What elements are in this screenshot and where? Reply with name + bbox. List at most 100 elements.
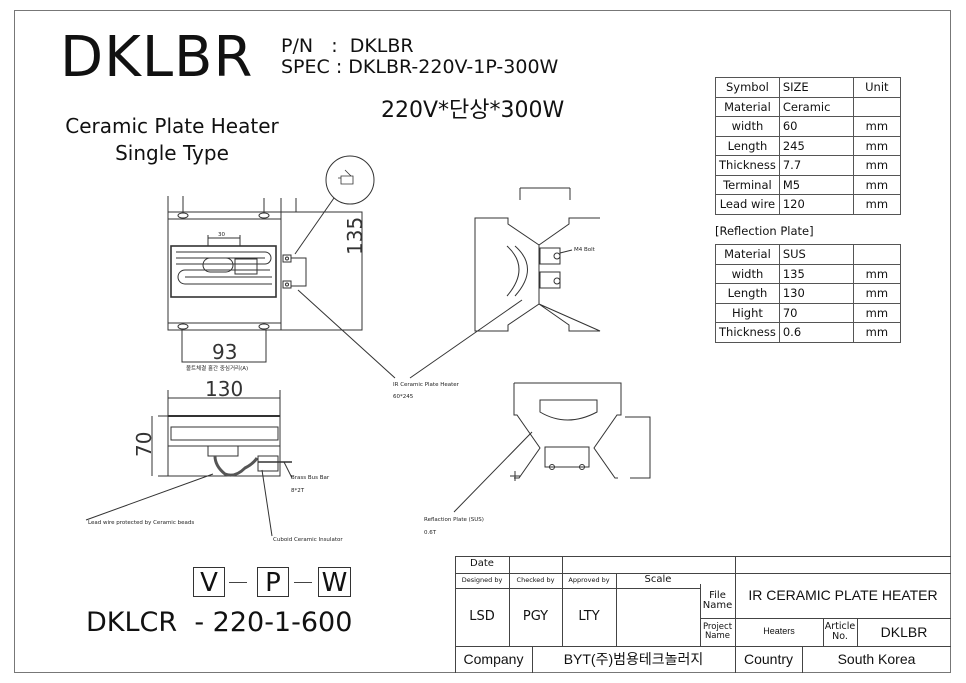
cell-symbol: Lead wire <box>715 194 780 215</box>
tb-rule <box>802 646 803 673</box>
callout-m4-bolt: M4 Bolt <box>574 247 595 253</box>
terminal-lug <box>282 280 292 289</box>
element-coil <box>177 269 272 285</box>
designed-by-label: Designed by <box>461 576 503 585</box>
leader-line <box>283 461 293 479</box>
side-outline <box>167 397 281 477</box>
callout-brass-spec: 8*2T <box>291 488 305 494</box>
dim-70 <box>151 415 168 477</box>
project-name-value: Heaters <box>763 626 795 637</box>
terminal-hole <box>285 282 289 287</box>
tb-rule <box>857 618 858 646</box>
tb-rule <box>562 556 563 646</box>
pn-value: DKLBR <box>349 35 414 57</box>
callout-lead-wire: Lead wire protected by Ceramic beads <box>88 520 195 526</box>
tb-rule <box>509 556 510 646</box>
tb-rule <box>616 573 617 646</box>
reflection-plate-label: [Reflection Plate] <box>715 224 814 238</box>
cell-symbol: Material <box>715 96 780 117</box>
tb-rule <box>455 556 456 673</box>
article-no-value: DKLBR <box>880 623 928 640</box>
tb-rule <box>700 618 951 619</box>
reflector-outline <box>281 211 363 331</box>
code-box-voltage: V <box>193 567 225 598</box>
front-heater-curve <box>506 245 528 297</box>
callout-brass-bus-bar: Brass Bus Bar <box>291 475 330 481</box>
leader-line <box>453 431 533 513</box>
end-left-reflector <box>513 383 541 479</box>
cell-unit: mm <box>852 116 901 137</box>
model-code-suffix: - 220-1-600 <box>194 607 353 638</box>
dim-label-130: 130 <box>205 377 244 401</box>
leader-line <box>297 289 396 379</box>
front-left-reflector <box>474 217 540 332</box>
leader-line <box>409 299 523 379</box>
cell-size: 7.7 <box>778 155 854 176</box>
spec-label: SPEC <box>281 56 330 78</box>
callout-heater-size: 60*245 <box>393 394 414 400</box>
col-header-unit: Unit <box>852 77 901 98</box>
bolt-head <box>579 464 585 470</box>
tb-rule <box>823 618 824 646</box>
tb-rule <box>735 556 736 673</box>
leader-line <box>294 197 335 255</box>
code-dash <box>229 582 247 583</box>
cell-size: 120 <box>778 194 854 215</box>
dim-line <box>625 416 651 479</box>
tb-rule <box>455 556 951 557</box>
designed-by-value: LSD <box>469 609 495 625</box>
article-no-label: Article No. <box>824 621 856 642</box>
tb-rule <box>532 646 533 673</box>
dim-extension <box>167 196 297 212</box>
project-name-label: Project Name <box>702 622 733 641</box>
pn-label: P/N <box>281 35 314 57</box>
element-terminal-box <box>234 258 258 275</box>
cell-size: Ceramic <box>778 96 854 117</box>
tb-rule <box>455 646 951 647</box>
detail-circle <box>325 155 375 205</box>
scale-label: Scale <box>644 574 672 586</box>
dim-extension <box>167 390 281 398</box>
model-code: DKLCR - 220-1-600 <box>86 607 352 638</box>
cell-symbol: Thickness <box>715 322 780 343</box>
cell-unit: mm <box>852 283 901 304</box>
approved-by-label: Approved by <box>568 576 610 585</box>
model-code-prefix: DKLCR <box>86 607 178 638</box>
leader-line <box>261 469 273 537</box>
bolt-head <box>553 277 561 285</box>
cell-symbol: Thickness <box>715 155 780 176</box>
cell-size: SUS <box>778 244 854 265</box>
dim-label-135: 135 <box>343 216 367 255</box>
end-heater-plate <box>539 399 598 421</box>
file-name-value: IR CERAMIC PLATE HEATER <box>748 587 938 604</box>
company-label: Company <box>463 651 524 668</box>
product-type: Single Type <box>115 141 229 165</box>
approved-by-value: LTY <box>578 609 600 625</box>
code-box-phase: P <box>257 567 289 598</box>
insulator-box <box>257 455 279 472</box>
ceramic-element <box>170 245 277 298</box>
tb-rule <box>455 573 951 574</box>
cell-unit: mm <box>852 194 901 215</box>
mount-plate-outline <box>167 211 282 331</box>
end-view-drawing <box>453 382 651 513</box>
front-terminal-block <box>539 271 561 289</box>
terminal-lug <box>282 254 292 263</box>
dim-line <box>291 257 307 287</box>
bolt-head <box>553 252 561 260</box>
callout-reflection-plate: Reflaction Plate (SUS) <box>424 517 484 523</box>
terminal-hole <box>285 256 289 261</box>
bolt-slot <box>177 323 189 330</box>
center-mark <box>510 471 520 481</box>
company-value: BYT(주)범용테크놀러지 <box>563 651 704 668</box>
